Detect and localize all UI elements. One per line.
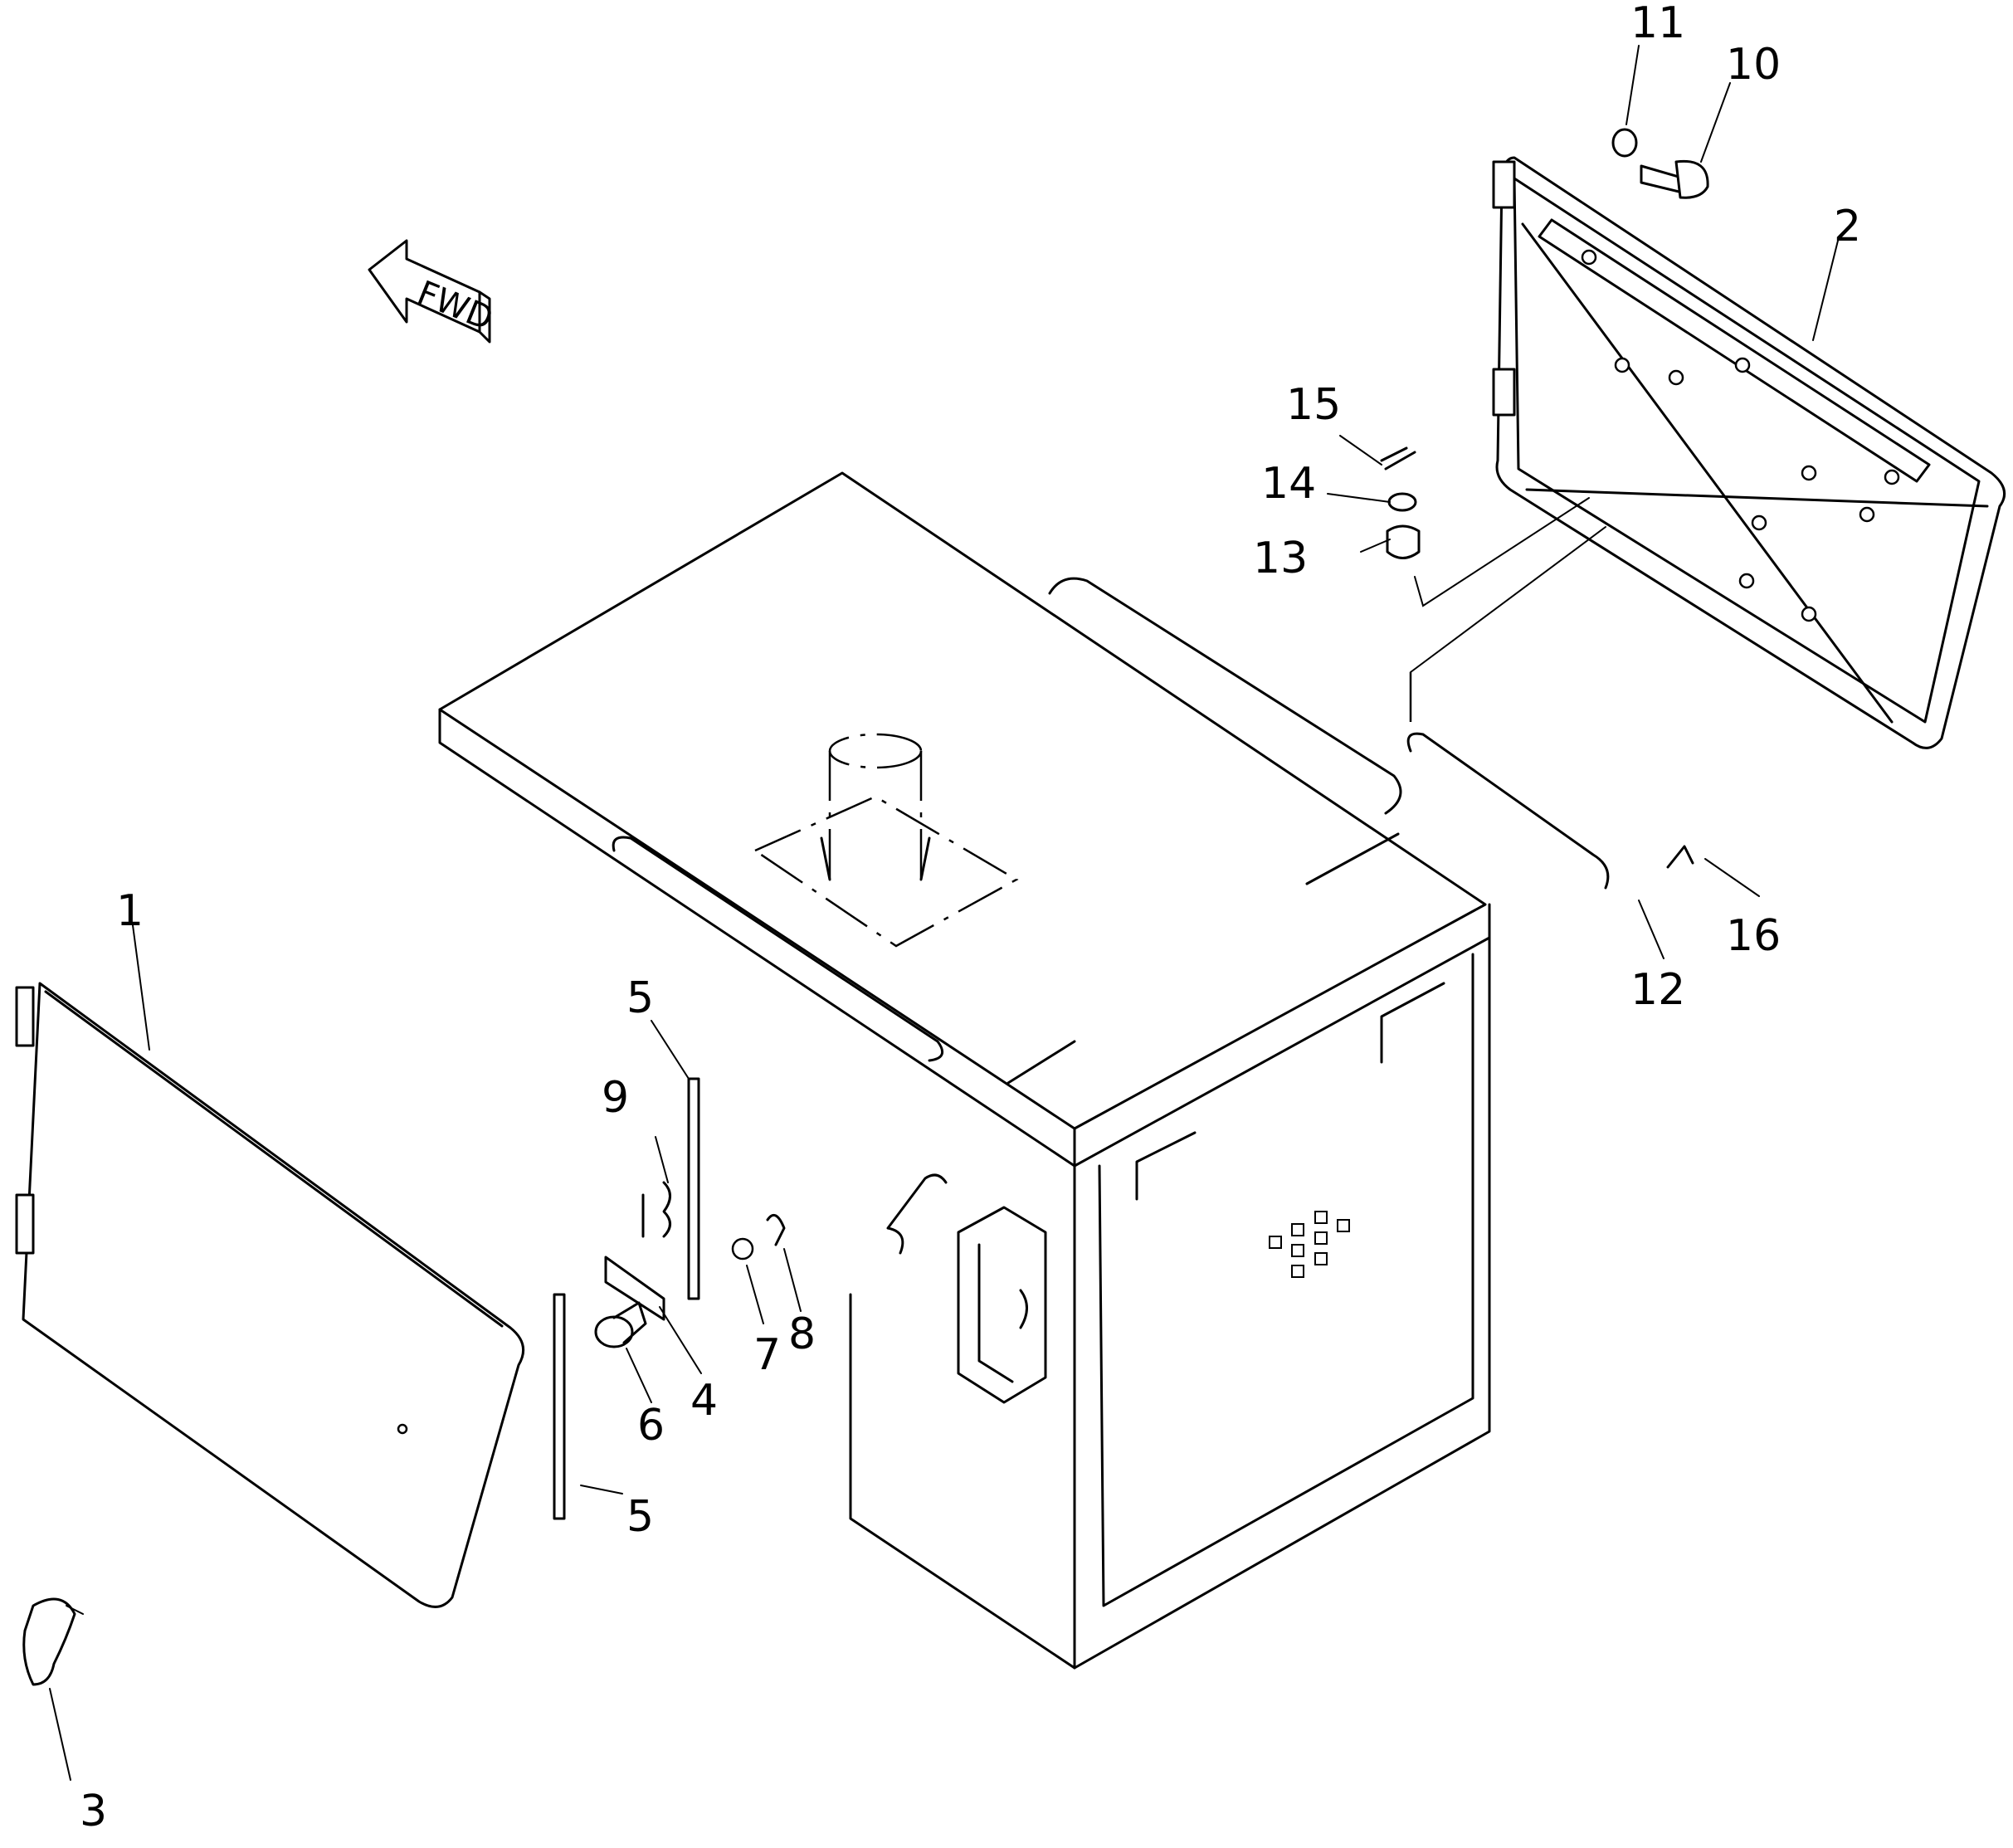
callout-5-lower: 5 [626, 1492, 654, 1542]
callout-12: 12 [1630, 965, 1685, 1015]
callout-labels: 1 2 3 4 5 5 6 7 8 9 10 11 12 13 14 15 16 [80, 0, 1861, 1836]
callout-13: 13 [1253, 534, 1308, 583]
vent-pattern [1269, 1211, 1350, 1278]
callout-16: 16 [1726, 911, 1781, 961]
callout-5-upper: 5 [626, 973, 654, 1023]
hardware-parts [1380, 128, 1709, 869]
callout-8: 8 [788, 1309, 816, 1359]
callout-2: 2 [1834, 202, 1861, 251]
left-door-panel [15, 982, 525, 1608]
callout-6: 6 [637, 1401, 665, 1451]
callout-4: 4 [690, 1376, 718, 1426]
callout-14: 14 [1261, 459, 1316, 509]
cab-body [438, 471, 1491, 1670]
callout-7: 7 [753, 1330, 781, 1380]
callout-11: 11 [1630, 0, 1685, 48]
right-door-frame [1492, 156, 2006, 749]
callout-1: 1 [116, 886, 144, 936]
door-handle-icon [22, 1597, 84, 1686]
fwd-arrow-icon: FWD [368, 239, 498, 344]
exhaust-stack [753, 733, 1019, 948]
support-strut [1406, 732, 1610, 890]
stay-rods [553, 1077, 786, 1520]
callout-10: 10 [1726, 40, 1781, 90]
callout-9: 9 [602, 1073, 629, 1123]
callout-15: 15 [1286, 380, 1341, 430]
leader-lines [49, 45, 1839, 1781]
callout-3: 3 [80, 1787, 107, 1836]
